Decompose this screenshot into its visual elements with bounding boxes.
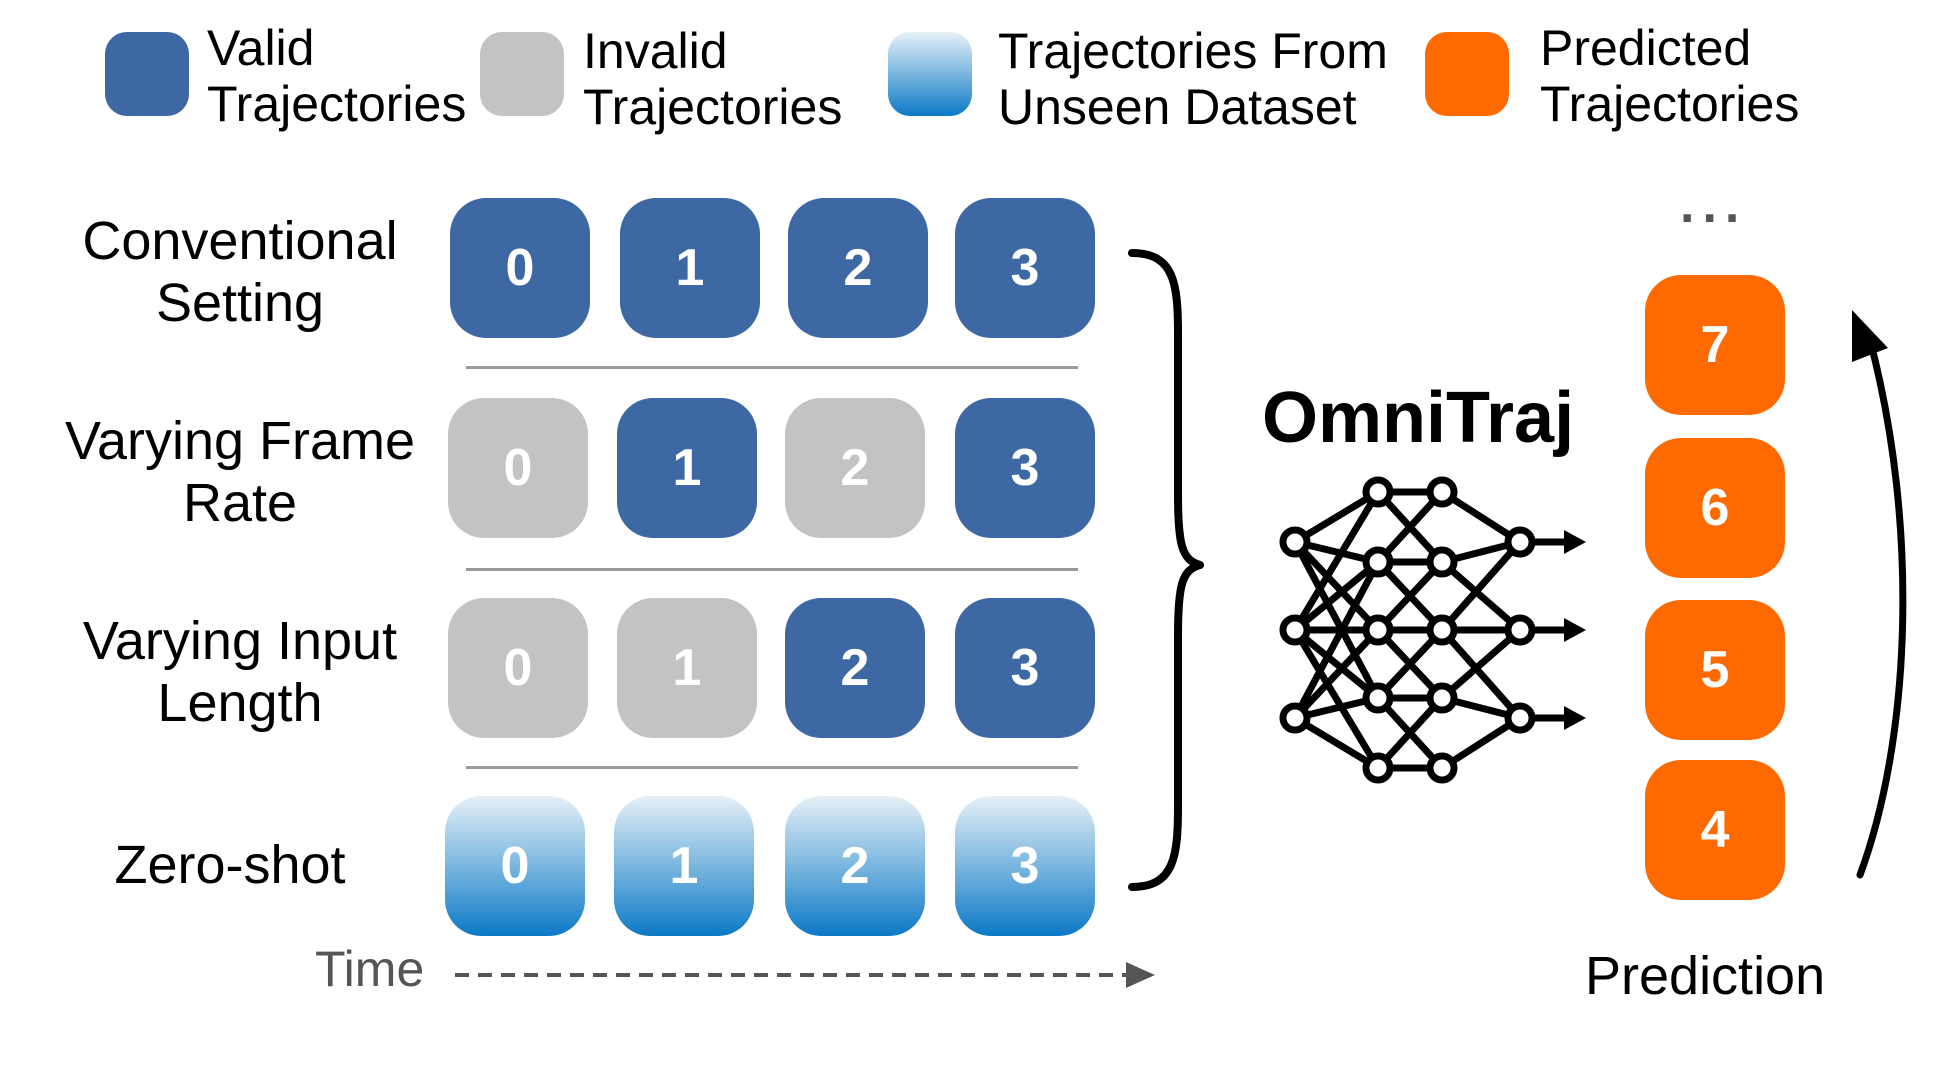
prediction-ellipsis: ... [1680, 176, 1748, 234]
trajectory-box: 0 [448, 598, 588, 738]
trajectory-box: 2 [788, 198, 928, 338]
prediction-label: Prediction [1585, 946, 1826, 1006]
prediction-arrow [1852, 310, 1907, 879]
time-arrow [455, 962, 1155, 988]
trajectory-box: 1 [620, 198, 760, 338]
row-separator [466, 766, 1078, 769]
row-separator [466, 568, 1078, 571]
legend-swatch-valid [105, 32, 189, 116]
trajectory-box: 2 [785, 398, 925, 538]
trajectory-box: 0 [445, 796, 585, 936]
legend-swatch-unseen [888, 32, 972, 116]
trajectory-box: 3 [955, 796, 1095, 936]
legend-label-unseen: Trajectories From Unseen Dataset [998, 23, 1388, 135]
row-label-input-length: Varying Input Length [82, 611, 398, 733]
legend-swatch-invalid [480, 32, 564, 116]
predicted-box: 6 [1645, 438, 1785, 578]
time-label: Time [315, 941, 425, 997]
row-label-frame-rate: Varying Frame Rate [64, 411, 416, 533]
trajectory-box: 0 [450, 198, 590, 338]
trajectory-box: 2 [785, 796, 925, 936]
predicted-box: 7 [1645, 275, 1785, 415]
predicted-box: 4 [1645, 760, 1785, 900]
trajectory-box: 3 [955, 398, 1095, 538]
trajectory-box: 2 [785, 598, 925, 738]
brace-icon [1128, 249, 1204, 891]
row-label-zero-shot: Zero-shot [114, 835, 346, 895]
trajectory-box: 1 [617, 398, 757, 538]
neural-network-icon [1279, 476, 1586, 784]
trajectory-box: 0 [448, 398, 588, 538]
row-separator [466, 366, 1078, 369]
legend-swatch-predicted [1425, 32, 1509, 116]
predicted-box: 5 [1645, 600, 1785, 740]
trajectory-box: 1 [617, 598, 757, 738]
legend-label-valid: Valid Trajectories [207, 20, 467, 132]
legend-label-invalid: Invalid Trajectories [583, 23, 843, 135]
row-label-conventional: Conventional Setting [82, 211, 398, 333]
trajectory-box: 3 [955, 198, 1095, 338]
model-title: OmniTraj [1262, 378, 1575, 458]
legend-label-predicted: Predicted Trajectories [1540, 20, 1800, 132]
trajectory-box: 1 [614, 796, 754, 936]
trajectory-box: 3 [955, 598, 1095, 738]
